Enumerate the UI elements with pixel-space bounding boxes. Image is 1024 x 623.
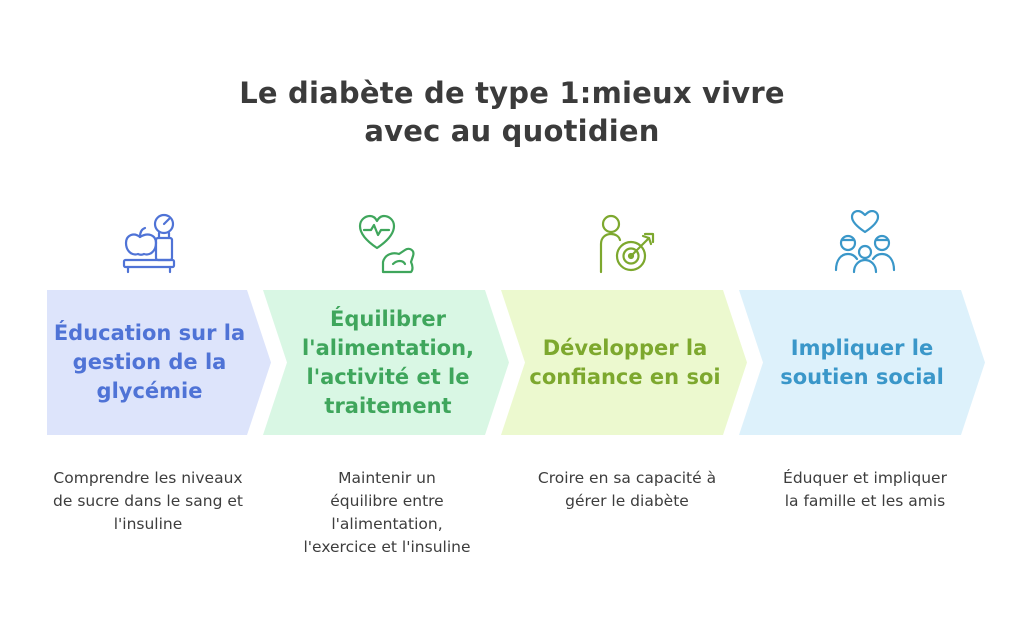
step-1-label-text: Éducation sur la gestion de la glycémie [53, 321, 246, 403]
step-2-description: Maintenir un équilibre entre l'alimentat… [303, 469, 471, 556]
diagram-title: Le diabète de type 1:mieux vivre avec au… [0, 74, 1024, 150]
step-1-shape [47, 290, 271, 435]
step-4-chevron: Impliquer le soutien social [739, 290, 985, 435]
step-1-description: Comprendre les niveaux de sucre dans le … [53, 469, 243, 533]
step-2-label: Équilibrer l'alimentation, l'activité et… [283, 290, 493, 435]
step-2-chevron: Équilibrer l'alimentation, l'activité et… [263, 290, 509, 435]
apple-scale-icon [116, 210, 186, 280]
step-4-shape [739, 290, 985, 435]
step-3-label: Développer la confiance en soi [525, 290, 725, 435]
title-line-2: avec au quotidien [364, 114, 660, 148]
person-target-icon [593, 210, 663, 280]
heart-muscle-icon [355, 210, 425, 280]
step-3-chevron: Développer la confiance en soi [501, 290, 747, 435]
step-4-label: Impliquer le soutien social [763, 290, 961, 435]
title-line-1: Le diabète de type 1:mieux vivre [239, 76, 785, 110]
step-3-shape [501, 290, 747, 435]
family-heart-icon [832, 210, 902, 280]
step-2-label-text: Équilibrer l'alimentation, l'activité et… [301, 306, 475, 418]
step-4-description: Éduquer et impliquer la famille et les a… [783, 469, 947, 510]
step-3-description: Croire en sa capacité à gérer le diabète [537, 469, 717, 510]
step-4-label-text: Impliquer le soutien social [780, 335, 944, 389]
step-3-label-text: Développer la confiance en soi [529, 335, 721, 389]
step-2-shape [263, 290, 509, 435]
step-1-label: Éducation sur la gestion de la glycémie [47, 290, 252, 435]
step-1-chevron: Éducation sur la gestion de la glycémie [47, 290, 271, 435]
